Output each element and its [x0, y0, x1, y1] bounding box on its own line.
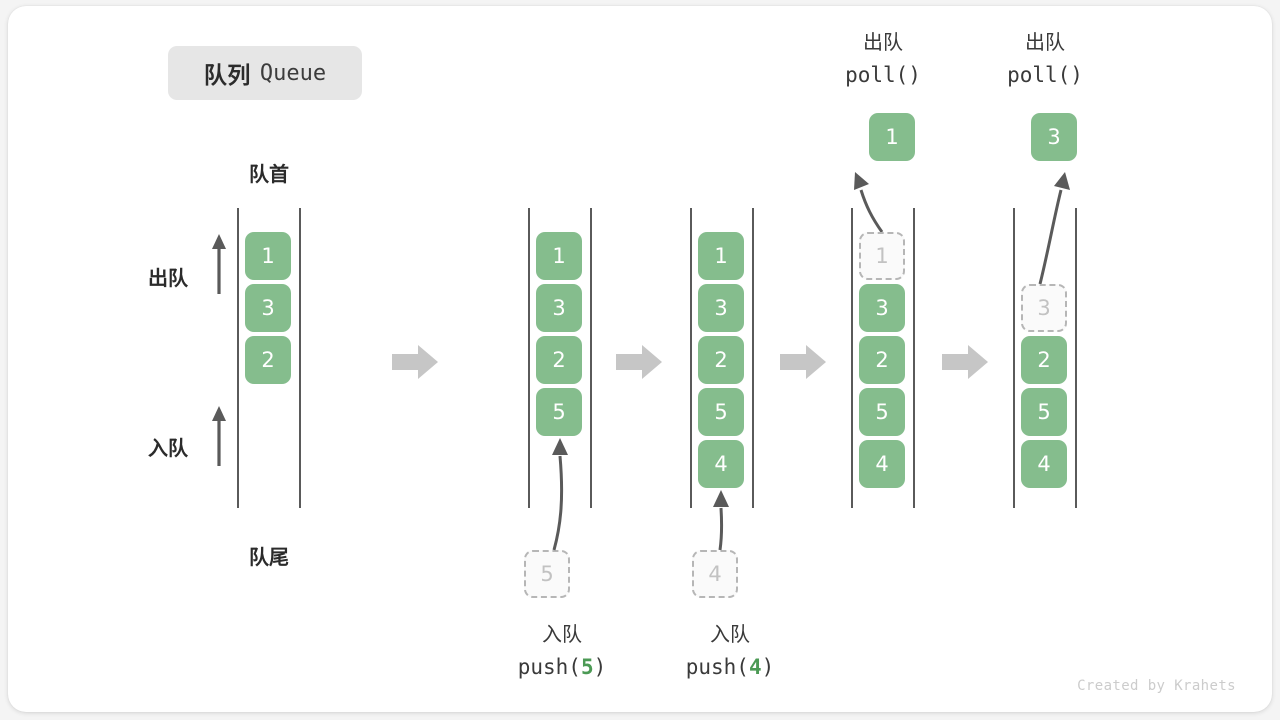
col3-cell-3: 5: [698, 388, 744, 436]
col2-rail-left: [528, 208, 530, 508]
col2-input-chip: 5: [524, 550, 570, 598]
col3-caption-code: push(4): [685, 655, 775, 679]
col2-rail-right: [590, 208, 592, 508]
rear-label: 队尾: [249, 547, 289, 569]
transition-arrow-4-icon: [942, 345, 988, 379]
col4-cell-2: 2: [859, 336, 905, 384]
col2-caption-code: push(5): [517, 655, 607, 679]
col1-cell-0: 1: [245, 232, 291, 280]
col4-caption-cn: 出队: [863, 32, 903, 54]
col3-push-arrow-icon: [713, 490, 729, 551]
watermark: Created by Krahets: [1077, 678, 1236, 694]
col5-caption-cn: 出队: [1025, 32, 1065, 54]
col4-poll-arrow-icon: [854, 172, 884, 233]
col1-rail-left: [237, 208, 239, 508]
col3-input-chip: 4: [692, 550, 738, 598]
col5-rail-left: [1013, 208, 1015, 508]
enqueue-arrow-icon: [212, 406, 226, 466]
col4-cell-4: 4: [859, 440, 905, 488]
col2-cell-1: 3: [536, 284, 582, 332]
col3-caption-cn: 入队: [710, 624, 750, 646]
col5-rail-right: [1075, 208, 1077, 508]
col5-caption-code: poll(): [1007, 63, 1083, 87]
dequeue-arrow-icon: [212, 234, 226, 294]
col5-cell-2: 2: [1021, 336, 1067, 384]
col3-cell-1: 3: [698, 284, 744, 332]
transition-arrow-2-icon: [616, 345, 662, 379]
title-chinese: 队列: [203, 62, 251, 88]
col2-push-arrow-icon: [552, 438, 568, 551]
transition-arrow-1-icon: [392, 345, 438, 379]
diagram-title-badge: 队列 Queue: [168, 46, 362, 100]
diagram-stage: 队列 Queue 队首 队尾 出队 入队 1 3 2 1 3 2: [8, 6, 1272, 712]
col4-caption: 出队 poll(): [800, 28, 966, 92]
col4-caption-code: poll(): [845, 63, 921, 87]
col3-caption: 入队 push(4): [626, 620, 834, 684]
col3-cell-2: 2: [698, 336, 744, 384]
col2-cell-0: 1: [536, 232, 582, 280]
col4-cell-0-ghost: 1: [859, 232, 905, 280]
col1-rail-right: [299, 208, 301, 508]
col2-cell-3: 5: [536, 388, 582, 436]
diagram-card: 队列 Queue 队首 队尾 出队 入队 1 3 2 1 3 2: [8, 6, 1272, 712]
col5-cell-3: 5: [1021, 388, 1067, 436]
col5-cell-4: 4: [1021, 440, 1067, 488]
enqueue-label: 入队: [148, 438, 188, 460]
col3-rail-left: [690, 208, 692, 508]
col4-cell-3: 5: [859, 388, 905, 436]
title-english: Queue: [259, 60, 327, 86]
col3-cell-0: 1: [698, 232, 744, 280]
col5-caption: 出队 poll(): [962, 28, 1128, 92]
col5-cell-1-ghost: 3: [1021, 284, 1067, 332]
col2-caption-cn: 入队: [542, 624, 582, 646]
col3-rail-right: [752, 208, 754, 508]
col4-output-chip: 1: [869, 113, 915, 161]
front-label: 队首: [249, 164, 289, 186]
col1-cell-2: 2: [245, 336, 291, 384]
transition-arrow-3-icon: [780, 345, 826, 379]
col4-cell-1: 3: [859, 284, 905, 332]
col4-rail-right: [913, 208, 915, 508]
col2-cell-2: 2: [536, 336, 582, 384]
col5-poll-arrow-icon: [1038, 172, 1070, 285]
col1-cell-1: 3: [245, 284, 291, 332]
col5-output-chip: 3: [1031, 113, 1077, 161]
col2-caption: 入队 push(5): [458, 620, 666, 684]
col3-cell-4: 4: [698, 440, 744, 488]
dequeue-label: 出队: [148, 268, 188, 290]
col4-rail-left: [851, 208, 853, 508]
